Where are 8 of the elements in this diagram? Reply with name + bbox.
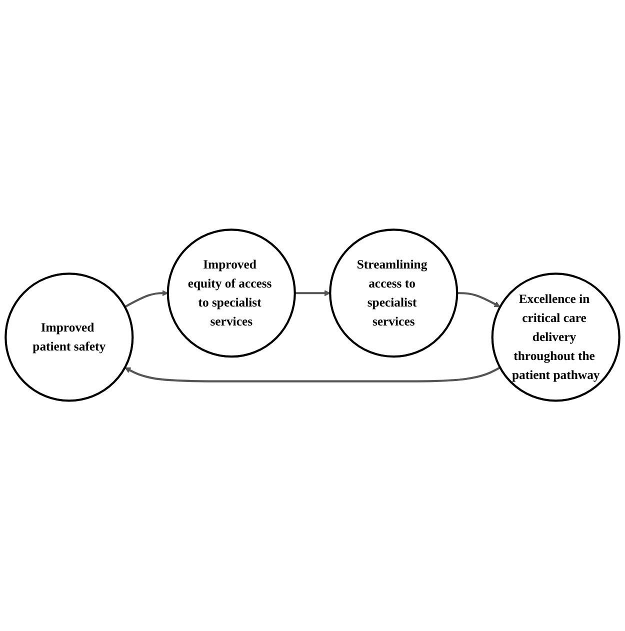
arrow [124,366,501,383]
node-circle: Improved equity of access to specialist services [166,228,296,358]
node-circle: Excellence in critical care delivery throughout the patient pathway [491,273,620,402]
arrow [124,290,168,308]
node-circle: Streamlining access to specialist services [329,228,458,358]
node-circle: Improved patient safety [4,273,134,402]
arrow [294,290,330,297]
arrow [457,292,500,308]
